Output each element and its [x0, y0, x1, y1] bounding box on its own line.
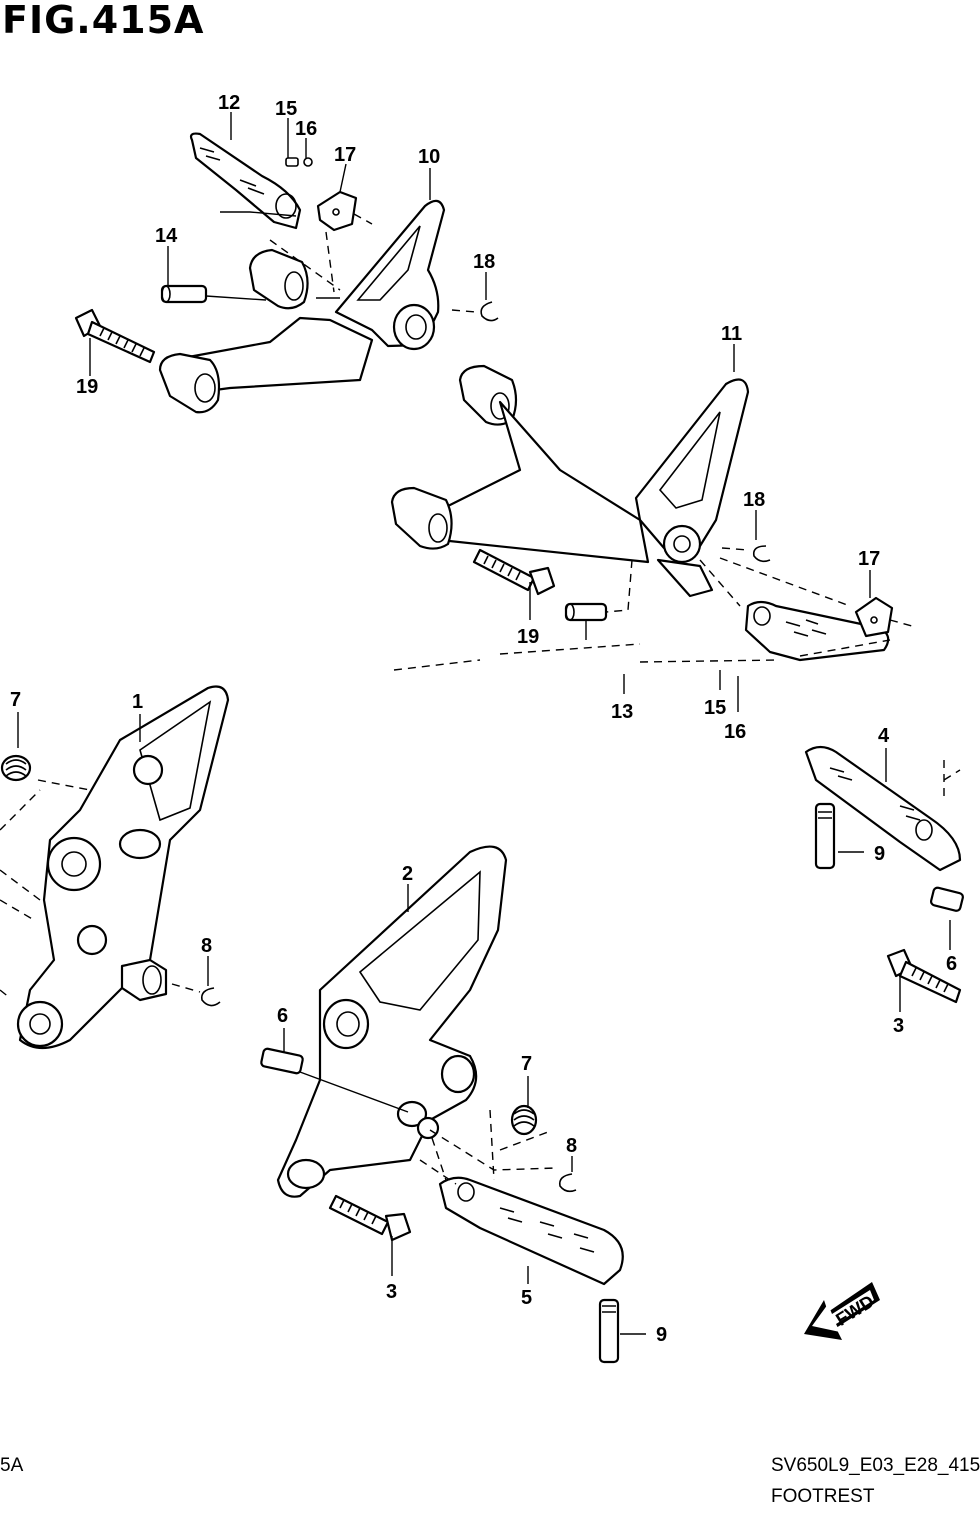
- callout-14: 14: [155, 225, 178, 247]
- callout-11: 11: [721, 323, 742, 345]
- pin-part-6-center: [260, 1047, 304, 1075]
- rear-footrest-bracket-part-11: [390, 364, 750, 598]
- callout-4: 4: [878, 725, 890, 747]
- clip-part-18-upper: [480, 301, 499, 322]
- callout-19: 19: [517, 626, 539, 648]
- callout-16: 16: [295, 118, 317, 140]
- callout-15: 15: [704, 697, 726, 719]
- clip-part-8-center: [558, 1173, 577, 1193]
- callout-19: 19: [76, 376, 98, 398]
- callout-8: 8: [201, 935, 212, 957]
- plate-part-17-upper: [316, 190, 358, 232]
- callout-7: 7: [10, 689, 21, 711]
- callout-6: 6: [277, 1005, 288, 1027]
- pin-part-6-right: [929, 886, 964, 912]
- pin-part-14: [160, 284, 208, 304]
- callout-7: 7: [521, 1053, 532, 1075]
- rear-footrest-bracket-upper: [158, 199, 446, 414]
- footpeg-part-12: [189, 132, 302, 230]
- footer-model-code: SV650L9_E03_E28_415: [771, 1455, 980, 1476]
- callout-10: 10: [418, 146, 440, 168]
- callout-18: 18: [743, 489, 765, 511]
- callout-9: 9: [656, 1324, 667, 1346]
- callout-5: 5: [521, 1287, 532, 1309]
- callout-15: 15: [275, 98, 297, 120]
- clip-part-18-middle: [752, 545, 771, 563]
- callout-labels: 1 2 3 3 4 5 6 6 7 7 8 8 9 9 10 11 12 13 …: [10, 92, 957, 1346]
- callout-3: 3: [893, 1015, 904, 1037]
- bolt-part-3-center: [328, 1194, 412, 1242]
- callout-18: 18: [473, 251, 495, 273]
- callout-9: 9: [874, 843, 885, 865]
- footer-section-title: FOOTREST: [771, 1486, 875, 1507]
- figure-title: FIG.415A: [2, 0, 205, 42]
- callout-2: 2: [402, 863, 413, 885]
- callout-1: 1: [132, 691, 143, 713]
- footer-figure-ref: 5A: [0, 1455, 24, 1476]
- footrest-bracket-part-2: [276, 845, 508, 1198]
- pin-part-9-right: [814, 802, 836, 870]
- callout-3: 3: [386, 1281, 397, 1303]
- footpeg-part-4: [804, 745, 962, 872]
- pin-part-9-center: [598, 1298, 620, 1364]
- bolt-part-3-right: [886, 948, 962, 1004]
- callout-17: 17: [858, 548, 880, 570]
- callout-13: 13: [611, 701, 633, 723]
- forward-direction-arrow: FWD: [804, 1282, 880, 1340]
- spring-part-15-upper: [285, 157, 299, 167]
- exploded-parts-diagram: 1 2 3 3 4 5 6 6 7 7 8 8 9 9 10 11 12 13 …: [0, 92, 964, 1364]
- callout-6: 6: [946, 953, 957, 975]
- footpeg-part-5: [438, 1176, 624, 1286]
- spring-part-7-center: [510, 1104, 538, 1136]
- footpeg-part-13: [744, 600, 890, 662]
- callout-17: 17: [334, 144, 356, 166]
- clip-part-8-left: [200, 987, 221, 1007]
- callout-12: 12: [218, 92, 240, 114]
- bolt-part-19-upper: [74, 308, 156, 364]
- callout-8: 8: [566, 1135, 577, 1157]
- footrest-bracket-part-1: [16, 685, 230, 1050]
- spring-part-7-left: [0, 754, 32, 782]
- ball-part-16-upper: [303, 157, 313, 167]
- pin-part-13-shaft: [564, 602, 608, 622]
- callout-16: 16: [724, 721, 746, 743]
- bolt-part-19-middle: [472, 548, 556, 596]
